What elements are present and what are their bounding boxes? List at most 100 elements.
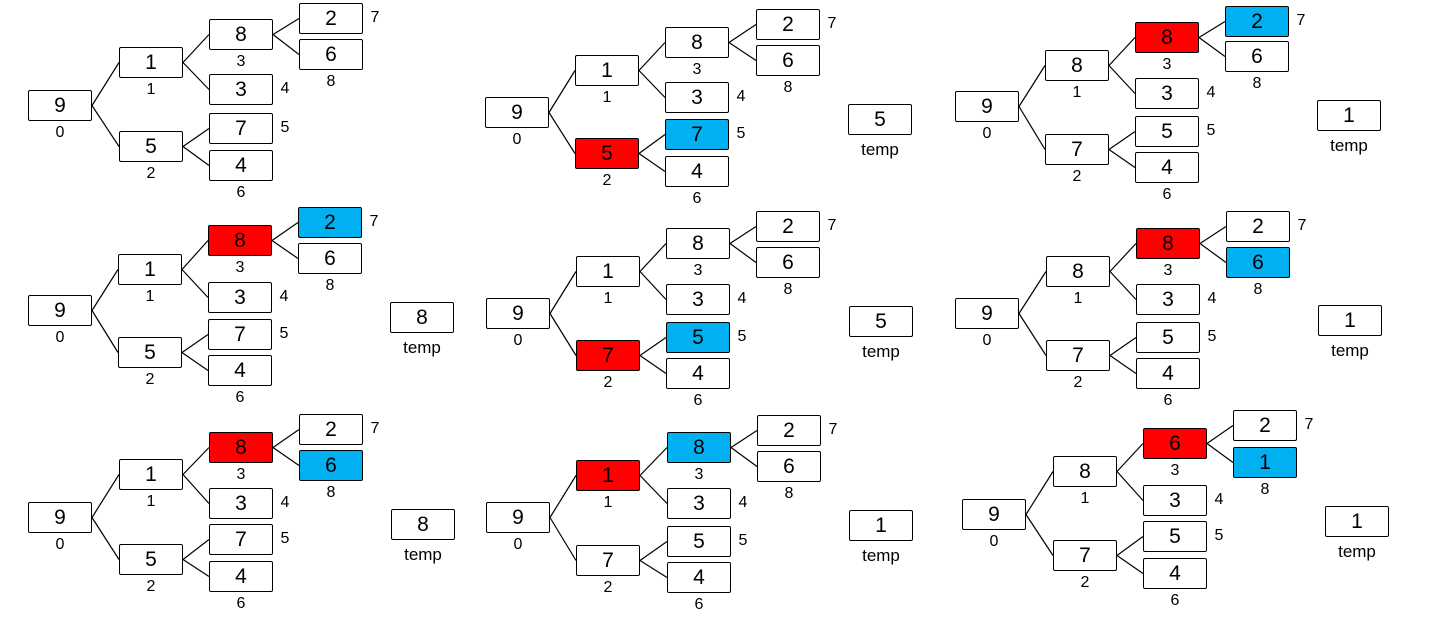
tree-edge-r3c1-2-6 xyxy=(182,558,210,578)
heap-node-r2c2-0: 9 xyxy=(486,298,550,329)
tree-edge-r1c1-2-5 xyxy=(182,128,210,147)
temp-label-r3c3: temp xyxy=(1338,542,1376,561)
tree-edge-r2c3-1-3 xyxy=(1109,243,1137,272)
tree-edge-r1c1-3-7 xyxy=(272,17,300,36)
tree-edge-r2c1-1-4 xyxy=(181,269,209,298)
tree-edge-r2c1-0-1 xyxy=(91,269,119,311)
index-label-r1c2-4: 4 xyxy=(736,88,746,105)
heap-node-r3c1-5: 7 xyxy=(209,524,273,555)
heap-node-r3c1-2: 5 xyxy=(119,544,183,575)
heap-node-r3c2-8: 6 xyxy=(757,451,821,482)
heap-node-r1c1-7: 2 xyxy=(299,3,363,34)
temp-box-r2c2: 5 xyxy=(849,306,913,337)
tree-edge-r1c2-3-8 xyxy=(728,42,757,61)
index-label-r1c3-4: 4 xyxy=(1206,84,1216,101)
tree-edge-r2c3-1-4 xyxy=(1109,271,1137,300)
tree-edge-r3c3-2-5 xyxy=(1116,536,1144,556)
index-label-r3c3-0: 0 xyxy=(989,533,999,550)
heap-node-r1c1-5: 7 xyxy=(209,113,273,144)
heap-node-r1c1-0: 9 xyxy=(28,90,92,121)
index-label-r3c1-4: 4 xyxy=(280,494,290,511)
index-label-r1c3-7: 7 xyxy=(1296,12,1306,29)
tree-edge-r1c3-1-4 xyxy=(1108,65,1136,94)
index-label-r3c3-6: 6 xyxy=(1170,592,1180,609)
tree-edge-r3c2-1-4 xyxy=(639,475,668,504)
heap-node-r2c3-4: 3 xyxy=(1136,284,1200,315)
heap-node-r2c3-1: 8 xyxy=(1046,256,1110,287)
heap-node-r2c3-8: 6 xyxy=(1226,247,1290,278)
temp-label-r2c2: temp xyxy=(862,342,900,361)
tree-edge-r1c3-3-8 xyxy=(1198,37,1226,57)
index-label-r1c2-0: 0 xyxy=(512,131,522,148)
heap-node-r2c2-6: 4 xyxy=(666,358,730,389)
heap-node-r1c2-5: 7 xyxy=(665,119,729,150)
heap-node-r3c3-2: 7 xyxy=(1053,540,1117,571)
tree-edge-r2c1-2-5 xyxy=(181,334,209,353)
tree-edge-r1c3-3-7 xyxy=(1198,20,1226,39)
index-label-r1c1-7: 7 xyxy=(370,9,380,26)
temp-label-r2c3: temp xyxy=(1331,341,1369,360)
index-label-r3c2-6: 6 xyxy=(694,596,704,613)
index-label-r2c3-4: 4 xyxy=(1207,290,1217,307)
tree-edge-r2c1-0-2 xyxy=(91,310,119,353)
index-label-r3c3-2: 2 xyxy=(1080,574,1090,591)
tree-edge-r2c2-0-1 xyxy=(549,271,577,314)
index-label-r2c3-6: 6 xyxy=(1163,392,1173,409)
index-label-r3c3-3: 3 xyxy=(1170,462,1180,479)
index-label-r3c2-8: 8 xyxy=(784,485,794,502)
heap-node-r1c2-8: 6 xyxy=(756,45,820,76)
heap-node-r3c2-0: 9 xyxy=(486,502,550,533)
index-label-r3c3-7: 7 xyxy=(1304,416,1314,433)
heap-node-r3c2-7: 2 xyxy=(757,415,821,446)
heap-node-r3c1-8: 6 xyxy=(299,450,363,481)
temp-box-r3c3: 1 xyxy=(1325,506,1389,537)
tree-edge-r2c1-3-7 xyxy=(271,222,299,241)
index-label-r3c1-5: 5 xyxy=(280,530,290,547)
index-label-r2c2-7: 7 xyxy=(827,217,837,234)
heap-node-r3c1-0: 9 xyxy=(28,502,92,533)
temp-box-r3c2: 1 xyxy=(849,510,913,541)
temp-box-r2c3: 1 xyxy=(1318,305,1382,336)
tree-edge-r1c1-0-2 xyxy=(91,105,120,147)
heap-node-r1c3-2: 7 xyxy=(1045,134,1109,165)
index-label-r1c2-6: 6 xyxy=(692,190,702,207)
tree-edge-r3c3-1-4 xyxy=(1116,471,1144,501)
index-label-r3c2-5: 5 xyxy=(738,532,748,549)
tree-edge-r2c3-3-7 xyxy=(1199,225,1227,245)
heap-node-r3c2-2: 7 xyxy=(576,545,640,576)
temp-label-r3c1: temp xyxy=(404,545,442,564)
heap-node-r1c3-1: 8 xyxy=(1045,50,1109,81)
tree-edge-r1c3-2-6 xyxy=(1108,149,1136,168)
temp-box-r3c1: 8 xyxy=(391,509,455,540)
heap-node-r1c2-7: 2 xyxy=(756,9,820,40)
tree-edge-r2c2-2-6 xyxy=(639,355,667,374)
index-label-r2c2-3: 3 xyxy=(693,262,703,279)
tree-edge-r1c2-3-7 xyxy=(728,24,757,43)
heap-node-r1c3-0: 9 xyxy=(955,91,1019,122)
heap-node-r2c1-5: 7 xyxy=(208,319,272,350)
heap-node-r2c3-2: 7 xyxy=(1046,340,1110,371)
index-label-r1c2-3: 3 xyxy=(692,61,702,78)
index-label-r2c2-4: 4 xyxy=(737,290,747,307)
heap-node-r3c1-3: 8 xyxy=(209,432,273,463)
index-label-r2c3-3: 3 xyxy=(1163,262,1173,279)
index-label-r2c3-1: 1 xyxy=(1073,290,1083,307)
tree-edge-r2c3-2-6 xyxy=(1109,355,1137,374)
heap-node-r2c1-4: 3 xyxy=(208,282,272,313)
tree-edge-r1c2-0-1 xyxy=(548,70,576,113)
tree-edge-r1c3-1-3 xyxy=(1108,37,1136,66)
tree-edge-r3c1-1-4 xyxy=(182,474,210,504)
tree-edge-r2c3-0-2 xyxy=(1018,313,1047,356)
tree-edge-r1c2-1-4 xyxy=(638,70,666,98)
tree-edge-r1c1-0-1 xyxy=(91,62,120,106)
heap-node-r1c3-5: 5 xyxy=(1135,116,1199,147)
index-label-r2c1-6: 6 xyxy=(235,389,245,406)
tree-edge-r1c1-3-8 xyxy=(272,34,300,55)
index-label-r1c1-3: 3 xyxy=(236,53,246,70)
heap-node-r2c2-4: 3 xyxy=(666,284,730,315)
index-label-r3c2-2: 2 xyxy=(603,579,613,596)
heap-node-r3c3-3: 6 xyxy=(1143,428,1207,459)
heap-node-r1c3-8: 6 xyxy=(1225,41,1289,72)
tree-edge-r1c2-1-3 xyxy=(638,42,666,71)
